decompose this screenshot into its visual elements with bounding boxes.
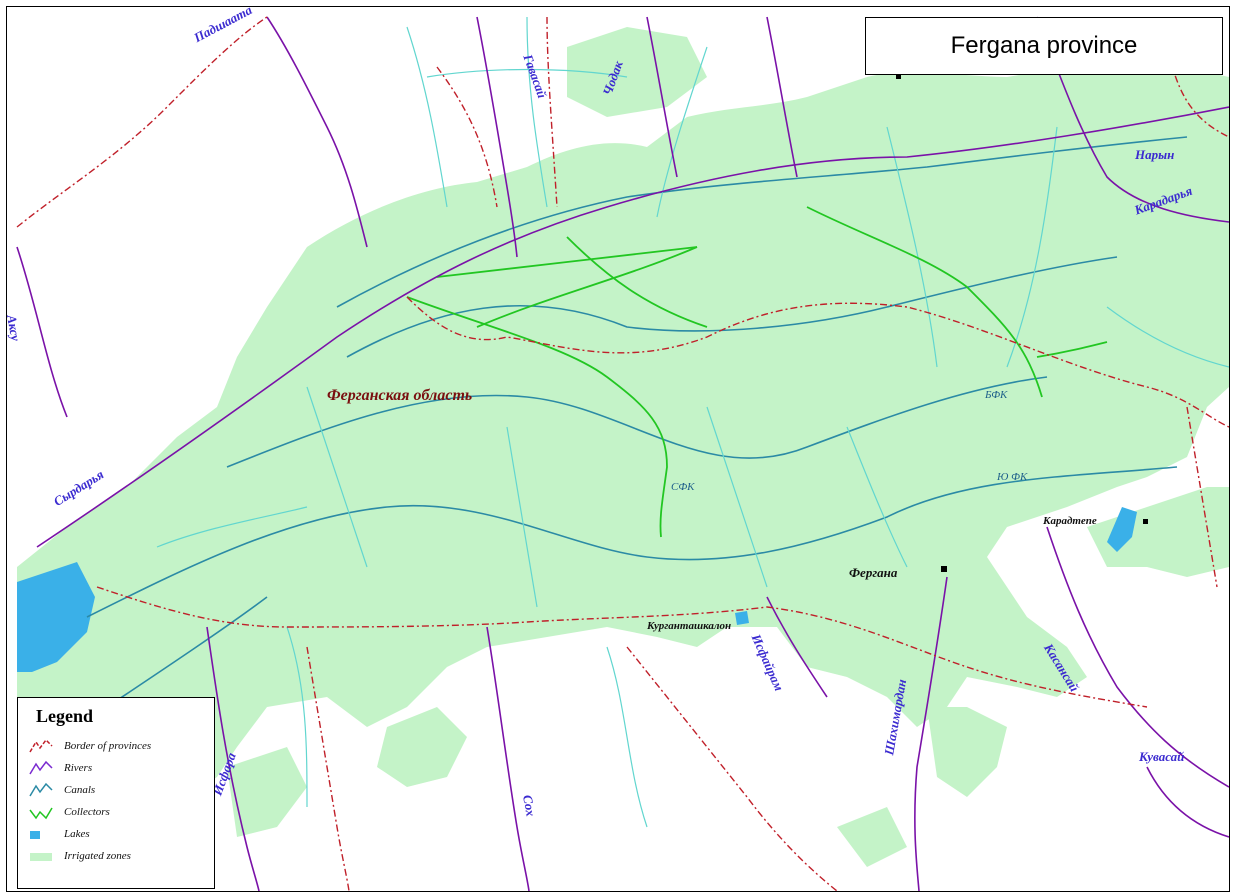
canal-label-yufk: Ю ФК: [997, 471, 1028, 483]
canal-yufk: [86, 466, 1178, 618]
collector-branch-1: [436, 246, 698, 278]
border-north: [16, 16, 268, 228]
legend: Legend Border of provinces Rivers Canals…: [17, 697, 215, 889]
map-frame: Ферганская область Фергана Карадтепе Кур…: [6, 6, 1230, 892]
canal-minor-9: [846, 426, 908, 568]
river-syrdarya: [36, 106, 1229, 548]
legend-item-lakes: Lakes: [28, 823, 204, 845]
city-marker-north[interactable]: [896, 74, 901, 79]
river-sokh: [486, 626, 530, 891]
border-east: [1186, 406, 1218, 588]
canal-minor-2: [526, 16, 548, 208]
canal-main-1: [226, 376, 1048, 468]
lake-kurgan: [735, 611, 749, 625]
lakes: [17, 507, 1137, 672]
river-east-south: [1046, 526, 1229, 788]
canal-minor-5: [1006, 126, 1058, 368]
map-title: Fergana province: [950, 32, 1138, 59]
border-south-3: [626, 646, 838, 891]
legend-item-rivers: Rivers: [28, 757, 204, 779]
legend-label-irrigated: Irrigated zones: [64, 850, 131, 862]
river-north-2: [476, 16, 518, 258]
collector-east: [806, 206, 1043, 398]
canal-minor-6: [306, 386, 368, 568]
legend-item-canals: Canals: [28, 779, 204, 801]
collector-line-icon: [29, 807, 53, 820]
irrigated-zones: [17, 27, 1229, 867]
river-south-west: [206, 626, 260, 891]
city-label-karadtepe[interactable]: Карадтепе: [1043, 515, 1097, 527]
canal-bfk: [336, 136, 1188, 308]
legend-label-collectors: Collectors: [64, 806, 110, 818]
region-label: Ферганская область: [327, 387, 473, 404]
canal-south: [106, 596, 268, 708]
canals: [86, 136, 1188, 708]
river-line-icon: [29, 760, 53, 775]
legend-item-irrigated: Irrigated zones: [28, 845, 204, 867]
lake-west: [17, 562, 95, 672]
canal-minor-11: [606, 646, 648, 828]
river-karadarya: [1146, 766, 1229, 838]
canal-minor-14: [426, 68, 628, 78]
border-line-icon: [29, 738, 53, 753]
canal-minor-8: [706, 406, 768, 588]
border-north-4: [1166, 46, 1229, 138]
canal-line-icon: [29, 782, 53, 797]
map-canvas[interactable]: [7, 7, 1229, 891]
river-shahimardan: [914, 576, 948, 891]
canal-minor-7: [506, 426, 538, 608]
city-markers: [896, 74, 1148, 572]
irrigated-zone-south-4: [837, 807, 907, 867]
canal-minor-13: [156, 506, 308, 548]
city-label-kurgantepa[interactable]: Курганташкалон: [647, 620, 732, 632]
lake-karadtepe: [1107, 507, 1137, 552]
legend-item-border: Border of provinces: [28, 735, 204, 757]
canal-minor-10: [286, 626, 308, 808]
river-north-3: [646, 16, 678, 178]
border-north-2: [436, 66, 498, 208]
river-north-1: [266, 16, 368, 248]
irrigated-swatch-icon: [30, 853, 52, 861]
city-label-fergana[interactable]: Фергана: [849, 565, 898, 580]
collectors: [406, 206, 1108, 538]
river-west-1: [16, 246, 68, 418]
legend-label-canals: Canals: [64, 784, 96, 796]
canal-sfk: [346, 256, 1118, 358]
city-marker-fergana[interactable]: [941, 566, 947, 572]
irrigated-zone-south-3: [227, 747, 307, 837]
legend-label-lakes: Lakes: [64, 828, 90, 840]
irrigated-zone-north: [567, 27, 707, 117]
lake-swatch-icon: [30, 831, 40, 839]
irrigated-zone-east: [1087, 487, 1229, 577]
legend-item-collectors: Collectors: [28, 801, 204, 823]
river-isfayram: [766, 596, 828, 698]
legend-title: Legend: [36, 706, 94, 726]
legend-label-rivers: Rivers: [64, 762, 93, 774]
legend-label-border: Border of provinces: [64, 740, 152, 752]
collector-east-2: [1036, 341, 1108, 358]
collector-branch-3: [566, 236, 708, 328]
collector-branch-2: [476, 246, 698, 328]
border-south-2: [306, 646, 350, 891]
river-label-kuvasay: Кувасай: [1139, 749, 1185, 764]
canal-minor-12: [1106, 306, 1229, 368]
province-borders: [16, 16, 1229, 891]
border-south: [96, 586, 1148, 708]
city-marker-karadtepe[interactable]: [1143, 519, 1148, 524]
collector-sdk: [406, 296, 668, 538]
canal-label-sfk: СФК: [671, 481, 695, 493]
canal-label-bfk: БФК: [985, 389, 1008, 401]
river-north-4: [766, 16, 798, 178]
river-label-sokh: Сох: [520, 793, 539, 818]
river-label-naryn: Нарын: [1135, 147, 1175, 162]
irrigated-zone-south-2: [927, 707, 1007, 797]
irrigated-zone-south-1: [377, 707, 467, 787]
map-title-box: Fergana province: [865, 17, 1223, 75]
canal-minor-3: [656, 46, 708, 218]
border-north-3: [546, 16, 558, 208]
irrigated-zone-main: [17, 62, 1229, 798]
canal-minor-1: [406, 26, 448, 208]
